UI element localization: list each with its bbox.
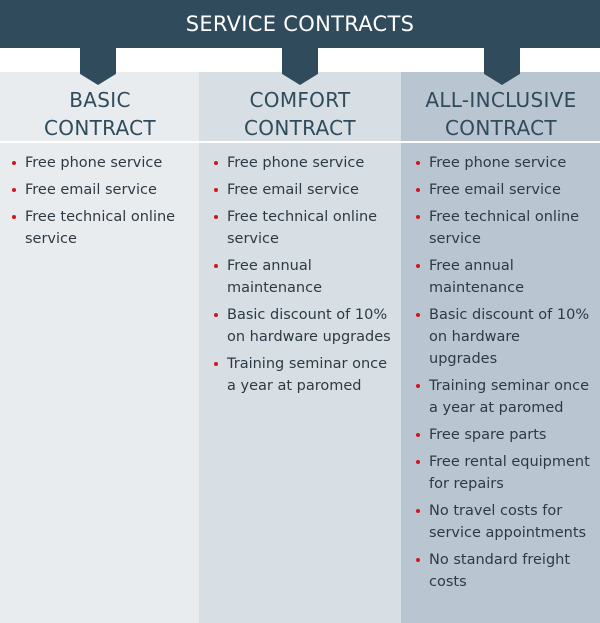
bullet-icon	[416, 215, 420, 219]
feature-item: Basic discount of 10% on hardware upgrad…	[414, 304, 590, 370]
basic-contract-title: BASIC CONTRACT	[44, 88, 156, 140]
feature-text: Training seminar once a year at paromed	[227, 356, 388, 394]
feature-text: Free phone service	[429, 155, 567, 171]
feature-text: Free rental equipment for repairs	[429, 454, 590, 492]
feature-text: Free annual maintenance	[429, 258, 524, 296]
bullet-icon	[214, 161, 218, 165]
feature-text: Free spare parts	[429, 427, 547, 443]
feature-item: Free phone service	[414, 152, 590, 174]
feature-text: Free email service	[227, 182, 359, 198]
comfort-contract-column	[199, 72, 401, 623]
basic-contract-column	[0, 72, 200, 623]
bullet-icon	[12, 215, 16, 219]
feature-text: No standard freight costs	[429, 552, 571, 590]
feature-text: Free phone service	[227, 155, 365, 171]
feature-text: Free annual maintenance	[227, 258, 322, 296]
all-inclusive-contract-column	[401, 72, 600, 623]
feature-item: Free technical online service	[212, 206, 392, 250]
bullet-icon	[416, 433, 420, 437]
bullet-icon	[416, 188, 420, 192]
bullet-icon	[416, 264, 420, 268]
feature-text: Training seminar once a year at paromed	[429, 378, 590, 416]
page-title: SERVICE CONTRACTS	[185, 12, 415, 36]
feature-text: No travel costs for service appointments	[429, 503, 587, 541]
feature-item: No standard freight costs	[414, 549, 590, 593]
all-inclusive-contract-title: ALL-INCLUSIVE CONTRACT	[425, 88, 577, 140]
feature-item: Free email service	[10, 179, 190, 201]
bullet-icon	[214, 313, 218, 317]
comfort-contract-title: COMFORT CONTRACT	[244, 88, 356, 140]
feature-item: Free spare parts	[414, 424, 590, 446]
bullet-icon	[214, 264, 218, 268]
feature-item: Free annual maintenance	[212, 255, 392, 299]
feature-text: Free technical online service	[25, 209, 176, 247]
service-contracts-banner: SERVICE CONTRACTS	[0, 0, 600, 48]
header-divider	[0, 141, 600, 143]
bullet-icon	[416, 313, 420, 317]
bullet-icon	[416, 509, 420, 513]
bullet-icon	[12, 188, 16, 192]
feature-text: Free technical online service	[429, 209, 580, 247]
bullet-icon	[416, 384, 420, 388]
feature-text: Free phone service	[25, 155, 163, 171]
feature-item: Training seminar once a year at paromed	[212, 353, 392, 397]
feature-text: Free technical online service	[227, 209, 378, 247]
bullet-icon	[214, 215, 218, 219]
bullet-icon	[416, 161, 420, 165]
feature-item: Free annual maintenance	[414, 255, 590, 299]
feature-item: Free rental equipment for repairs	[414, 451, 590, 495]
feature-item: Free phone service	[212, 152, 392, 174]
feature-text: Free email service	[429, 182, 561, 198]
feature-item: No travel costs for service appointments	[414, 500, 590, 544]
feature-item: Free technical online service	[414, 206, 590, 250]
feature-item: Free email service	[414, 179, 590, 201]
feature-item: Basic discount of 10% on hardware upgrad…	[212, 304, 392, 348]
feature-item: Free phone service	[10, 152, 190, 174]
feature-text: Free email service	[25, 182, 157, 198]
feature-text: Basic discount of 10% on hardware upgrad…	[429, 307, 590, 367]
feature-item: Free technical online service	[10, 206, 190, 250]
bullet-icon	[416, 558, 420, 562]
bullet-icon	[214, 362, 218, 366]
bullet-icon	[416, 460, 420, 464]
feature-text: Basic discount of 10% on hardware upgrad…	[227, 307, 391, 345]
bullet-icon	[12, 161, 16, 165]
bullet-icon	[214, 188, 218, 192]
feature-item: Free email service	[212, 179, 392, 201]
feature-item: Training seminar once a year at paromed	[414, 375, 590, 419]
